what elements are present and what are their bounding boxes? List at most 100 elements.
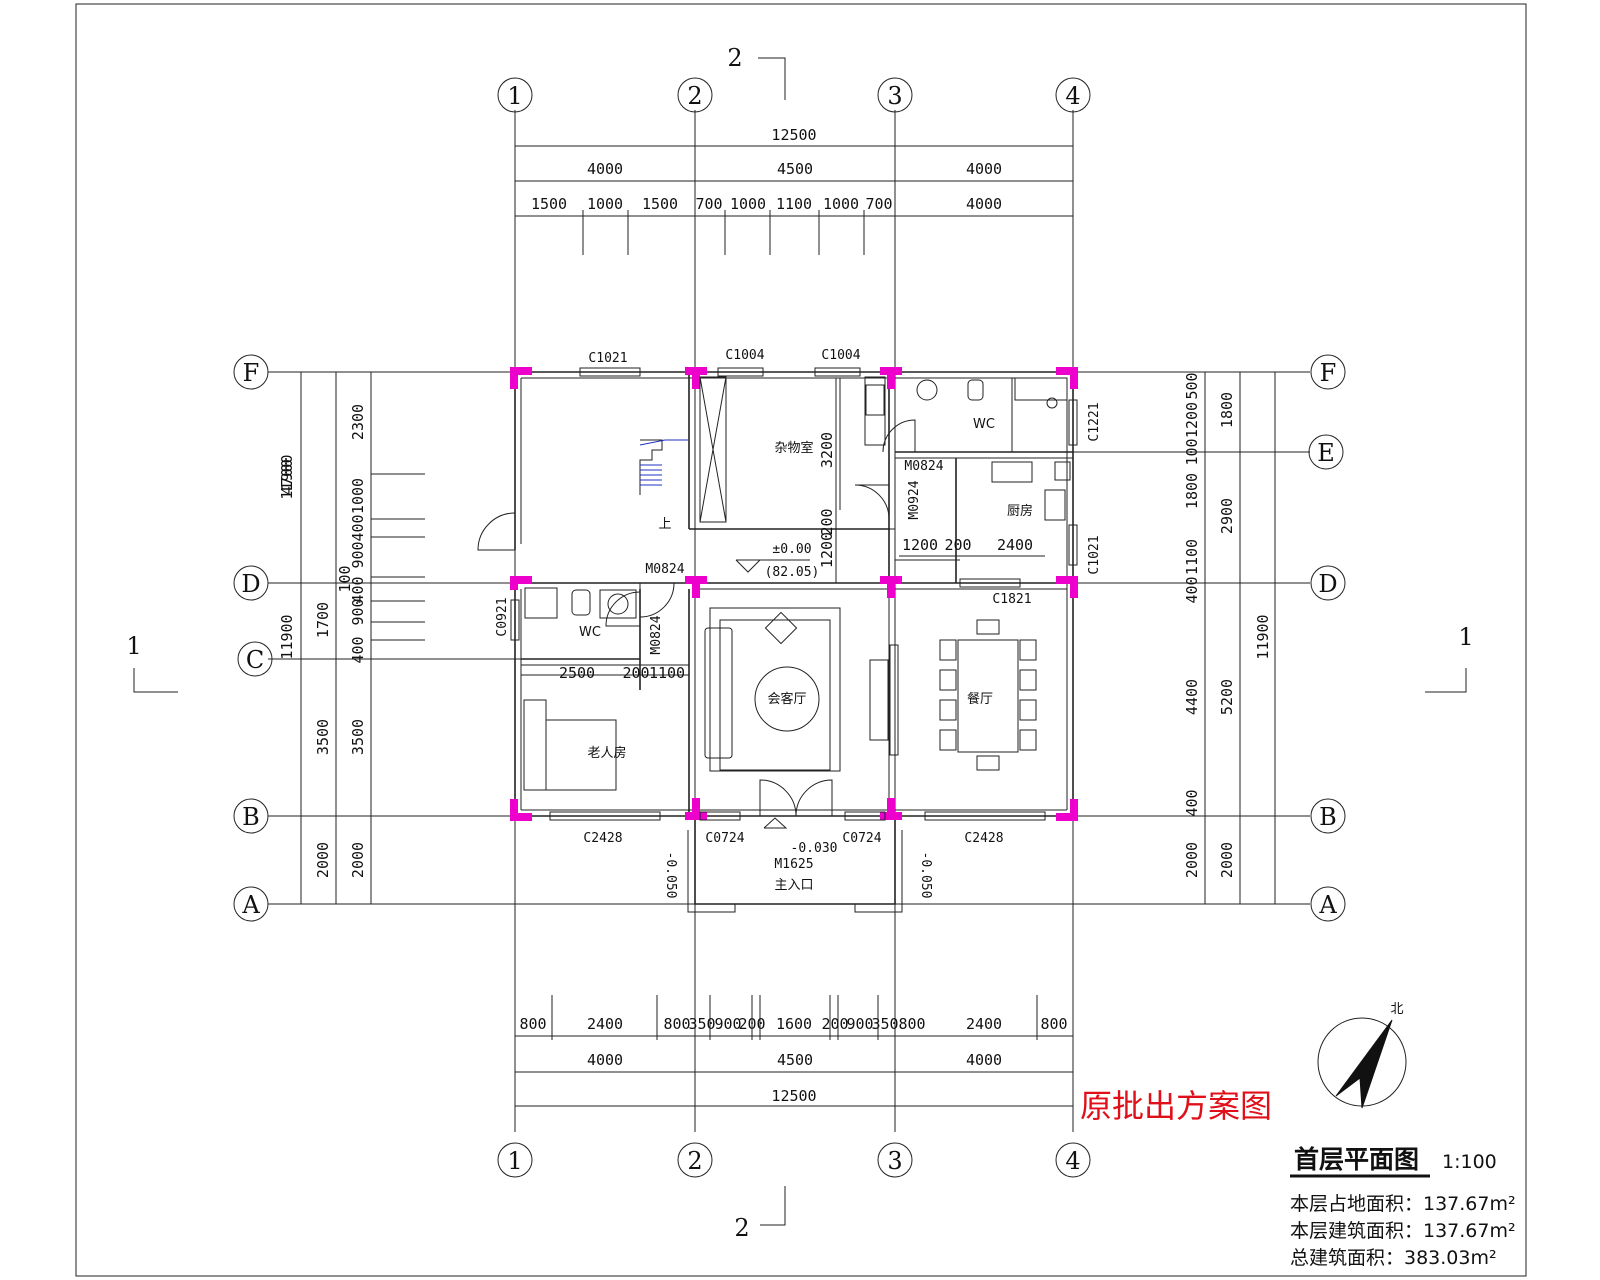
furniture [523, 376, 1071, 791]
left-dimensions: 11900 4700 11900 1700 3500 2000 2300 100… [278, 372, 425, 904]
svg-text:1: 1 [507, 1147, 522, 1175]
door-label: M0824 [645, 562, 684, 577]
axis-bubble-right-E: E [1308, 434, 1344, 470]
svg-text:2: 2 [687, 82, 702, 110]
window-label: C1221 [1087, 402, 1102, 441]
dim-bottom-detail: 2400 [966, 1015, 1002, 1033]
svg-text:4: 4 [1065, 1147, 1080, 1175]
axis-bubble-bottom-1: 1 [497, 1142, 533, 1178]
area-floor-footprint: 本层占地面积：137.67m² [1290, 1193, 1516, 1215]
axis-bubble-right-A: A [1310, 886, 1346, 922]
dim-left-inner: 900 [349, 598, 367, 625]
drawing-frame [75, 3, 1527, 1277]
section-mark-bottom: 2 [734, 1214, 749, 1242]
room-entrance-label: 主入口 [774, 878, 813, 893]
window-label: C0724 [842, 831, 881, 846]
axis-bubble-right-F: F [1310, 354, 1346, 390]
dim-bottom-bay-1: 4000 [587, 1051, 623, 1069]
dim-top-detail: 4000 [966, 195, 1002, 213]
dim-top-detail: 700 [695, 195, 722, 213]
dim-top-detail: 1000 [730, 195, 766, 213]
dim-top-detail: 1000 [823, 195, 859, 213]
svg-text:F: F [1320, 359, 1337, 387]
dim-right-inner: 500 [1183, 372, 1201, 399]
dim-top-total: 12500 [771, 126, 816, 144]
axis-bubble-top-2: 2 [677, 77, 713, 113]
dim-left-outer: 3500 [314, 719, 332, 755]
svg-text:4: 4 [1065, 82, 1080, 110]
axis-bubble-right-B: B [1310, 798, 1346, 834]
room-dining-label: 餐厅 [967, 691, 993, 707]
door-label: M0924 [907, 480, 922, 519]
dim-left-outer: 11900 [278, 454, 296, 499]
dim-right-outer: 2900 [1218, 498, 1236, 534]
dim-bottom-detail: 800 [1040, 1015, 1067, 1033]
svg-text:F: F [243, 359, 260, 387]
dim-kitchen: 2400 [997, 536, 1033, 554]
dim-left-outer: 4700 [278, 459, 296, 495]
dim-right-inner: 1800 [1183, 473, 1201, 509]
level-floor-abs: (82.05) [765, 565, 820, 580]
room-wc-left-label: WC [579, 625, 601, 640]
dim-left-inner: 1000 [349, 478, 367, 514]
top-dimensions: 12500 4000 4500 4000 1500 1000 1500 700 … [515, 126, 1073, 255]
dim-top-detail: 1100 [776, 195, 812, 213]
area-floor-built: 本层建筑面积：137.67m² [1290, 1220, 1516, 1242]
svg-text:A: A [241, 891, 260, 919]
svg-text:2: 2 [687, 1147, 702, 1175]
window-label: C0921 [495, 597, 510, 636]
room-living-label: 会客厅 [767, 691, 806, 707]
window-label: C1021 [1087, 535, 1102, 574]
north-label: 北 [1390, 1002, 1403, 1017]
dim-top-detail: 1500 [642, 195, 678, 213]
dim-bottom-detail: 800 [519, 1015, 546, 1033]
dim-bottom-detail: 2400 [587, 1015, 623, 1033]
axis-bubble-bottom-2: 2 [677, 1142, 713, 1178]
dim-kitchen: 200 [944, 536, 971, 554]
bottom-dimensions: 800 2400 800 350 900 200 1600 200 900 35… [515, 995, 1073, 1107]
level-step-left: -0.050 [663, 852, 678, 899]
dim-left-inner: 400 [349, 636, 367, 663]
dim-right-outer: 5200 [1218, 679, 1236, 715]
svg-text:3: 3 [887, 82, 902, 110]
axis-bubble-left-A: A [233, 886, 269, 922]
dim-bottom-detail: 800 [898, 1015, 925, 1033]
dim-left-inner: 900 [349, 541, 367, 568]
svg-text:B: B [242, 803, 260, 831]
axis-bubble-right-D: D [1310, 565, 1346, 601]
dim-left-inner: 3500 [349, 719, 367, 755]
svg-text:D: D [241, 570, 260, 598]
dim-top-bay-2: 4500 [777, 160, 813, 178]
north-arrow-icon: 北 [1317, 1002, 1407, 1109]
opening-labels: C1021 C1004 C1004 C1221 C1021 C1821 C092… [495, 348, 1102, 872]
title-block: 原批出方案图 首层平面图 1:100 本层占地面积：137.67m² 本层建筑面… [1080, 1087, 1516, 1269]
section-marks: 2 2 1 1 [126, 44, 1473, 1242]
level-marks: ±0.00 (82.05) -0.030 -0.050 -0.050 [663, 542, 933, 898]
dim-right-inner: 400 [1183, 789, 1201, 816]
door-label: M1625 [774, 857, 813, 872]
area-total-built: 总建筑面积：383.03m² [1290, 1247, 1497, 1269]
door-label: M0824 [904, 459, 943, 474]
dim-bottom-detail: 350 [871, 1015, 898, 1033]
axis-bubble-bottom-4: 4 [1055, 1142, 1091, 1178]
dim-top-detail: 1500 [531, 195, 567, 213]
dim-store: 1200 [818, 532, 836, 568]
room-kitchen-label: 厨房 [1007, 503, 1033, 519]
dim-bottom-bay-2: 4500 [777, 1051, 813, 1069]
window-label: C1821 [992, 592, 1031, 607]
dim-right-inner: 100 [1183, 438, 1201, 465]
dim-left-inner: 2300 [349, 404, 367, 440]
svg-text:C: C [246, 646, 264, 674]
dim-right-inner: 2000 [1183, 842, 1201, 878]
dim-right-outer: 1800 [1218, 392, 1236, 428]
windows [510, 367, 1078, 821]
dim-right-inner: 400 [1183, 576, 1201, 603]
axis-bubble-left-B: B [233, 798, 269, 834]
dim-right-outer: 2000 [1218, 842, 1236, 878]
right-dimensions: 500 1200 100 1800 1100 400 4400 400 2000… [1183, 372, 1276, 904]
dim-bottom-detail: 800 [663, 1015, 690, 1033]
dim-kitchen: 1200 [902, 536, 938, 554]
dim-wc: 200 [622, 664, 649, 682]
room-elder-label: 老人房 [587, 745, 626, 761]
